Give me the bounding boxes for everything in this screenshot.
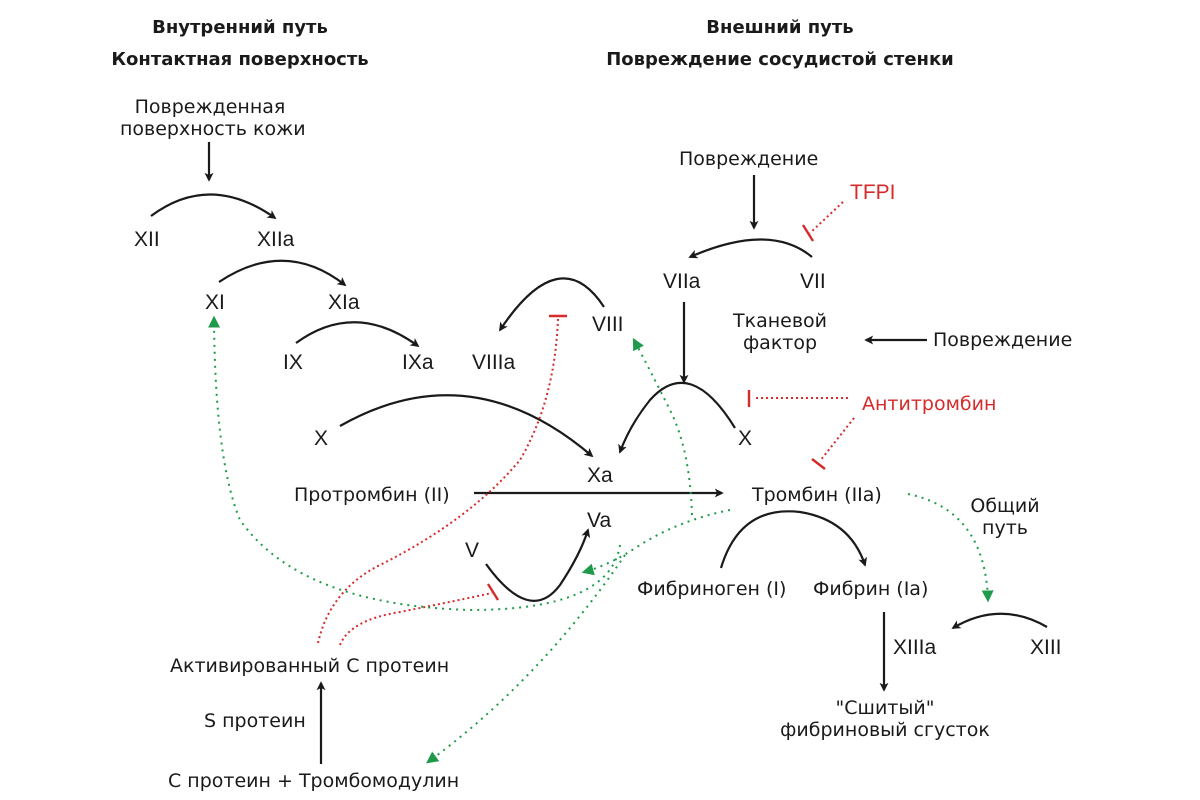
feedback-thrombin-to-c-protein bbox=[426, 554, 626, 764]
factor-ix: IX bbox=[283, 351, 303, 374]
feedback-thrombin-to-viii bbox=[632, 337, 693, 516]
factor-viia: VIIa bbox=[663, 270, 701, 293]
fibrin-label: Фибрин (Ia) bbox=[813, 578, 929, 600]
factor-x-right: X bbox=[738, 427, 753, 450]
s-protein-label: S протеин bbox=[204, 710, 306, 732]
factor-xiia: XIIa bbox=[257, 228, 295, 251]
injury-top-label: Повреждение bbox=[679, 148, 819, 170]
factor-viii: VIII bbox=[592, 313, 624, 336]
clot-line-2: фибриновый сгусток bbox=[780, 719, 990, 741]
factor-x-left: X bbox=[314, 427, 329, 450]
damaged-skin-line-2: поверхность кожи bbox=[120, 118, 306, 140]
arrow-xiii-to-xiiia bbox=[951, 612, 1048, 629]
arrow-fibrinogen-to-fibrin bbox=[719, 510, 867, 569]
factor-v: V bbox=[465, 539, 480, 562]
inhibit-antithrombin-thrombin bbox=[819, 417, 855, 462]
inhibit-bar-vii bbox=[801, 224, 815, 242]
clot-label: "Сшитый" фибриновый сгусток bbox=[775, 697, 995, 741]
c-protein-thrombomodulin-label: С протеин + Тромбомодулин bbox=[168, 770, 460, 792]
extrinsic-subtitle: Повреждение сосудистой стенки bbox=[606, 49, 954, 70]
injury-right-label: Повреждение bbox=[933, 329, 1073, 351]
prothrombin-label: Протромбин (II) bbox=[294, 484, 450, 506]
arrow-viii-to-viiia bbox=[499, 277, 605, 332]
intrinsic-title: Внутренний путь bbox=[152, 17, 328, 38]
arrow-x-right-to-xa bbox=[618, 381, 736, 454]
factor-xiii: XIII bbox=[1030, 636, 1062, 659]
clot-line-1: "Сшитый" bbox=[835, 697, 935, 719]
extrinsic-header: Внешний путь Повреждение сосудистой стен… bbox=[590, 12, 970, 76]
tfpi-label: TFPI bbox=[850, 181, 896, 204]
arrow-ix-to-ixa bbox=[295, 321, 420, 348]
tissue-factor-line-1: Тканевой bbox=[732, 310, 827, 332]
factor-ixa: IXa bbox=[402, 351, 434, 374]
thrombin-label: Тромбин (IIa) bbox=[752, 484, 882, 506]
factor-xii: XII bbox=[134, 228, 160, 251]
extrinsic-title: Внешний путь bbox=[706, 17, 854, 38]
inhibit-tfpi-vii bbox=[809, 201, 844, 234]
arrow-v-to-va bbox=[485, 528, 591, 602]
arrow-vii-to-viia bbox=[688, 238, 813, 259]
common-path-label: Общий путь bbox=[965, 495, 1045, 539]
damaged-skin-line-1: Поврежденная bbox=[134, 96, 286, 118]
arrow-x-to-xa bbox=[339, 394, 594, 458]
arrow-xii-to-xiia bbox=[150, 193, 277, 220]
arrow-xi-to-xia bbox=[218, 259, 347, 287]
common-path-line-1: Общий bbox=[970, 495, 1040, 517]
factor-xi: XI bbox=[205, 291, 225, 314]
fibrinogen-label: Фибриноген (I) bbox=[637, 578, 787, 600]
damaged-skin-label: Поврежденная поверхность кожи bbox=[120, 96, 306, 140]
antithrombin-label: Антитромбин bbox=[862, 393, 997, 415]
tissue-factor-label: Тканевой фактор bbox=[720, 310, 840, 354]
common-path-line-2: путь bbox=[982, 517, 1028, 539]
inhibit-bar-thrombin bbox=[811, 458, 826, 470]
inhibit-apc-v bbox=[339, 592, 493, 646]
tissue-factor-line-2: фактор bbox=[742, 332, 818, 354]
factor-xia: XIa bbox=[328, 291, 360, 314]
activated-c-protein-label: Активированный С протеин bbox=[170, 655, 450, 677]
factor-vii: VII bbox=[800, 270, 826, 293]
intrinsic-subtitle: Контактная поверхность bbox=[111, 49, 369, 70]
factor-va: Va bbox=[587, 509, 612, 532]
factor-viiia: VIIIa bbox=[472, 351, 516, 374]
feedback-thrombin-to-xi bbox=[208, 315, 621, 612]
inhibit-bar-v bbox=[486, 583, 500, 601]
intrinsic-header: Внутренний путь Контактная поверхность bbox=[110, 12, 370, 76]
factor-xa: Xa bbox=[587, 464, 613, 487]
feedback-thrombin-to-va bbox=[581, 509, 731, 576]
factor-xiiia: XIIIa bbox=[893, 636, 937, 659]
